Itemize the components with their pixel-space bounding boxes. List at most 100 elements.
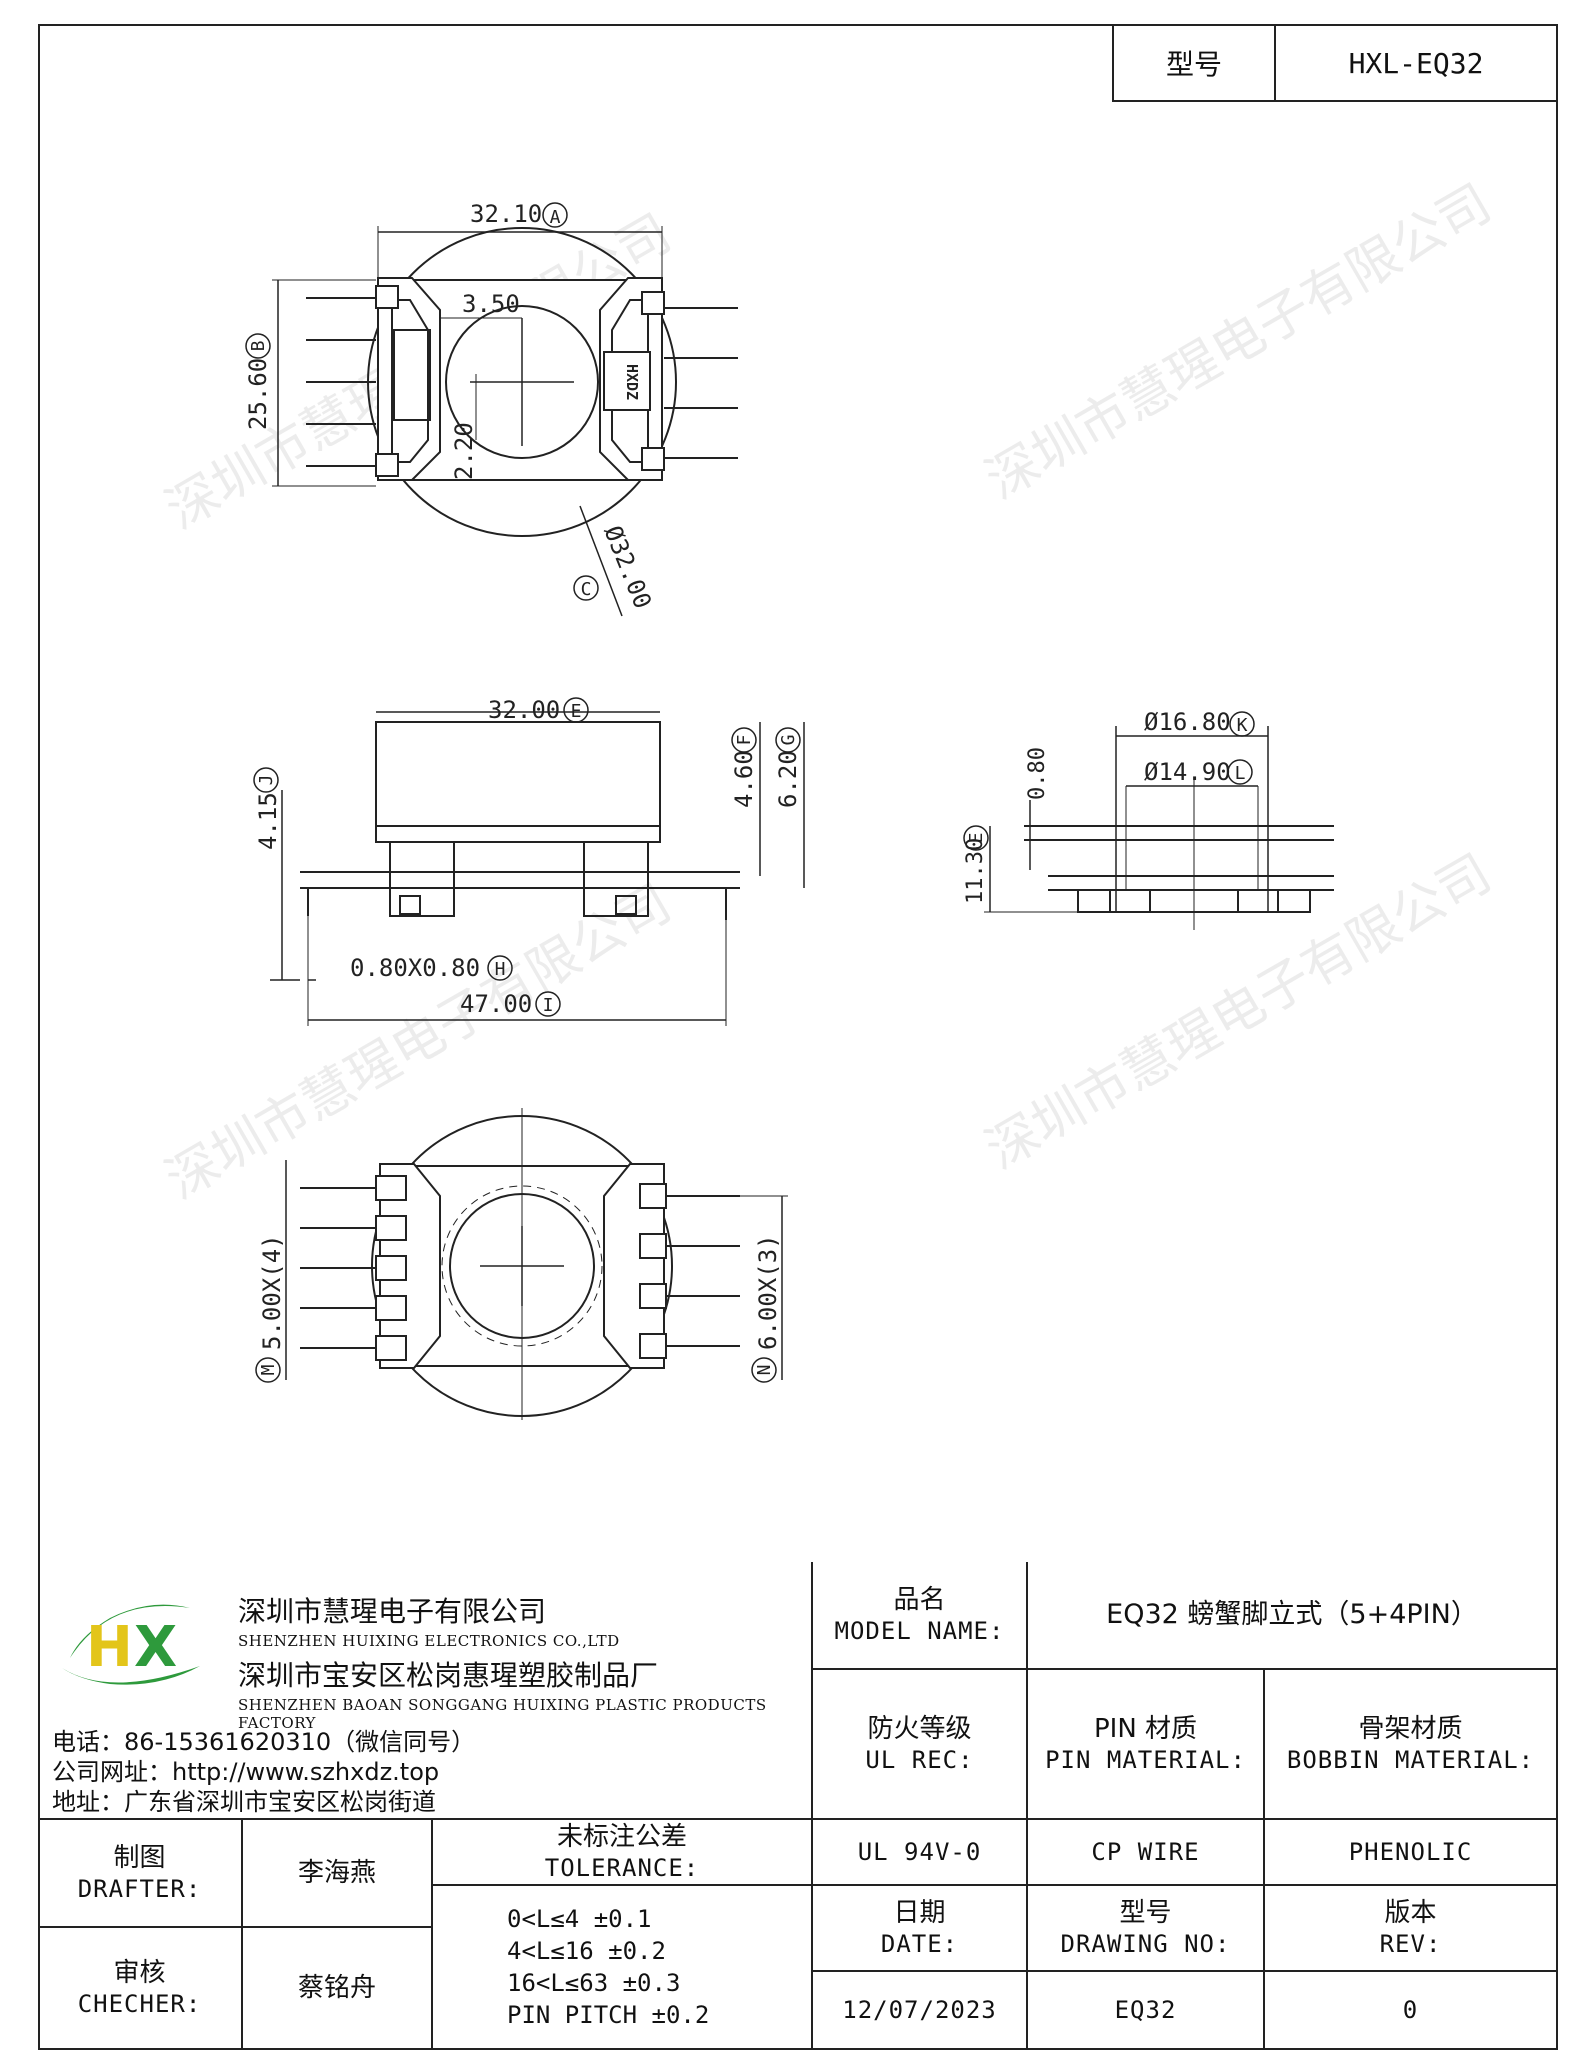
dim-t080: 0.80 [1025, 747, 1050, 800]
drawing-no-value: EQ32 [1028, 1972, 1265, 2050]
model-name-cn: 品名 [893, 1585, 946, 1615]
tag-n: N [754, 1365, 775, 1376]
tag-c: C [581, 579, 592, 600]
tag-m: M [258, 1364, 279, 1375]
tag-j: J [256, 775, 277, 786]
company-phone: 电话：86-15361620310（微信同号） [52, 1728, 476, 1756]
drafter-label: 制图 DRAFTER: [38, 1820, 243, 1928]
tol-line: 16<L≤63 ±0.3 [507, 1969, 681, 1997]
tag-l: L [1235, 763, 1246, 784]
model-name-en: MODEL NAME: [834, 1617, 1005, 1645]
bobbin-material-value: PHENOLIC [1265, 1820, 1558, 1886]
bob-mat-en: BOBBIN MATERIAL: [1286, 1746, 1535, 1774]
technical-drawing: HXDZ 32.10 A 25.60 B 3.50 2.20 Ø32.00 [244, 200, 1334, 1420]
company-name-1: 深圳市慧瑆电子有限公司 [238, 1595, 547, 1628]
pin-mat-val: CP WIRE [1091, 1838, 1200, 1866]
tol-line: 0<L≤4 ±0.1 [507, 1905, 652, 1933]
checker-cn: 审核 [113, 1958, 166, 1988]
drafter-cn: 制图 [113, 1843, 166, 1873]
dim-h-460: 4.60 [730, 750, 758, 808]
svg-text:H: H [86, 1615, 133, 1680]
bobbin-material-label: 骨架材质 BOBBIN MATERIAL: [1265, 1670, 1558, 1820]
dwg-cn: 型号 [1119, 1898, 1172, 1928]
tag-b: B [248, 341, 269, 352]
dim-h-620: 6.20 [774, 750, 802, 808]
bob-mat-cn: 骨架材质 [1358, 1714, 1463, 1744]
model-value: HXL-EQ32 [1348, 46, 1484, 80]
drafter-val: 李海燕 [297, 1858, 376, 1888]
dim-top-width: 32.10 [470, 200, 542, 228]
tag-f: F [734, 735, 755, 746]
drawing-no-label: 型号 DRAWING NO: [1028, 1886, 1265, 1972]
date-value: 12/07/2023 [813, 1972, 1028, 2050]
tag-h: H [495, 959, 506, 980]
company-website[interactable]: 公司网址：http://www.szhxdz.top [52, 1758, 440, 1786]
dwg-val: EQ32 [1114, 1996, 1177, 2024]
tolerance-values: 0<L≤4 ±0.1 4<L≤16 ±0.2 16<L≤63 ±0.3 PIN … [433, 1886, 813, 2050]
tol-line: 4<L≤16 ±0.2 [507, 1937, 666, 1965]
rev-value: 0 [1265, 1972, 1558, 2050]
rev-val: 0 [1402, 1996, 1419, 2024]
tol-line: PIN PITCH ±0.2 [507, 2001, 710, 2029]
ul-en: UL REC: [865, 1746, 974, 1774]
tag-k: K [1237, 715, 1248, 736]
drafter-en: DRAFTER: [77, 1875, 202, 1903]
dim-diameter: Ø32.00 [598, 522, 656, 613]
model-box: 型号 HXL-EQ32 [1112, 26, 1558, 102]
dim-pitch-left: 5.00X(4) [258, 1234, 286, 1350]
tag-e: E [571, 701, 582, 722]
dim-top-height: 25.60 [244, 358, 272, 430]
tol-en: TOLERANCE: [544, 1854, 700, 1882]
pin-mat-en: PIN MATERIAL: [1045, 1746, 1246, 1774]
date-en: DATE: [880, 1930, 959, 1958]
tag-a: A [550, 207, 561, 228]
dim-d1490: Ø14.90 [1144, 758, 1231, 786]
tag-i: I [543, 995, 554, 1016]
title-block: H X 深圳市慧瑆电子有限公司 SHENZHEN HUIXING ELECTRO… [38, 1562, 1558, 2050]
checker-val: 蔡铭舟 [297, 1973, 376, 2003]
checker-en: CHECHER: [77, 1990, 202, 2018]
dwg-en: DRAWING NO: [1060, 1930, 1231, 1958]
dim-pitch-right: 6.00X(3) [754, 1234, 782, 1350]
pin-material-value: CP WIRE [1028, 1820, 1265, 1886]
dim-overall: 47.00 [460, 990, 532, 1018]
date-val: 12/07/2023 [842, 1996, 997, 2024]
dim-pin-size: 0.80X0.80 [350, 954, 480, 982]
company-logo-icon: H X [62, 1604, 200, 1685]
dim-h-415: 4.15 [254, 792, 282, 850]
company-name-2-en: SHENZHEN BAOAN SONGGANG HUIXING PLASTIC … [238, 1696, 767, 1732]
pin-material-label: PIN 材质 PIN MATERIAL: [1028, 1670, 1265, 1820]
drafter-value: 李海燕 [243, 1820, 433, 1928]
svg-text:X: X [134, 1615, 177, 1680]
company-info: H X 深圳市慧瑆电子有限公司 SHENZHEN HUIXING ELECTRO… [38, 1562, 813, 1820]
checker-label: 审核 CHECHER: [38, 1928, 243, 2050]
ul-label: 防火等级 UL REC: [813, 1670, 1028, 1820]
company-address: 地址：广东省深圳市宝安区松岗街道 [52, 1788, 436, 1816]
model-name-value: EQ32 螃蟹脚立式（5+4PIN） [1028, 1562, 1558, 1670]
dim-inner-gap: 3.50 [462, 290, 520, 318]
bob-mat-val: PHENOLIC [1348, 1838, 1473, 1866]
tag-g: G [778, 735, 799, 746]
dim-inner-h: 2.20 [450, 422, 478, 480]
company-name-2: 深圳市宝安区松岗惠瑆塑胶制品厂 [238, 1659, 659, 1692]
date-label: 日期 DATE: [813, 1886, 1028, 1972]
model-label: 型号 [1114, 26, 1276, 100]
model-name-val: EQ32 螃蟹脚立式（5+4PIN） [1106, 1599, 1478, 1630]
dim-t1130: 11.30 [963, 838, 988, 904]
rev-label: 版本 REV: [1265, 1886, 1558, 1972]
date-cn: 日期 [893, 1898, 946, 1928]
ul-val: UL 94V-0 [857, 1838, 982, 1866]
side-view: 32.00 E 4.60 F 6.20 G 4.15 J 0.80X0.80 H… [253, 696, 805, 1026]
pin-mat-cn: PIN 材质 [1093, 1714, 1198, 1744]
front-view: Ø16.80 K Ø14.90 L 0.80 11.30 E [963, 708, 1334, 930]
ul-cn: 防火等级 [867, 1714, 972, 1744]
dim-d1680: Ø16.80 [1144, 708, 1231, 736]
rev-cn: 版本 [1384, 1898, 1437, 1928]
rev-en: REV: [1379, 1930, 1442, 1958]
model-name-label: 品名 MODEL NAME: [813, 1562, 1028, 1670]
checker-value: 蔡铭舟 [243, 1928, 433, 2050]
tag-e2: E [966, 833, 987, 844]
dim-side-width: 32.00 [488, 696, 560, 724]
bottom-view: 5.00X(4) M 6.00X(3) N [255, 1108, 788, 1420]
tolerance-label: 未标注公差 TOLERANCE: [433, 1820, 813, 1886]
